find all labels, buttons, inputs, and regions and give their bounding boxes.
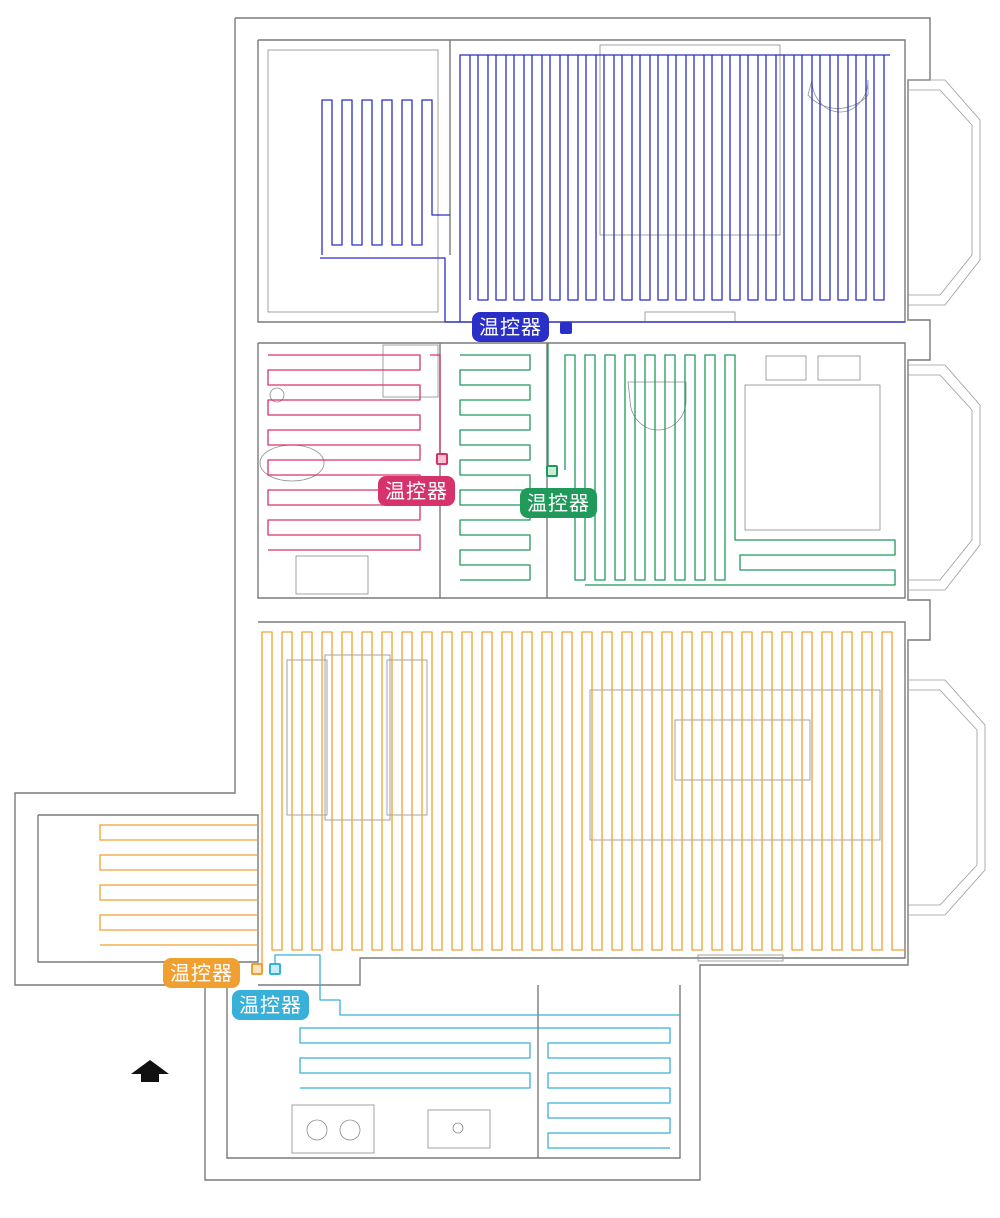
pipe-loop-bedroom-mid: [459, 343, 896, 586]
thermostat-label-kitchen: 温控器: [232, 990, 309, 1020]
thermostat-icon: [546, 465, 558, 477]
thermostat-icon: [436, 453, 448, 465]
pipe-loop-kitchen: [274, 954, 680, 1149]
fixtures: [259, 44, 881, 1154]
thermostat-icon: [251, 963, 263, 975]
walls: [14, 17, 986, 1181]
thermostat-label-bedroom-top: 温控器: [472, 312, 549, 342]
pipe-loop-bathroom: [267, 354, 441, 551]
pipe-loop-living: [99, 631, 905, 965]
thermostat-label-bathroom: 温控器: [378, 476, 455, 506]
thermostat-label-bedroom-mid: 温控器: [520, 488, 597, 518]
entrance-arrow-icon: [131, 1060, 169, 1082]
thermostat-icon: [269, 963, 281, 975]
pipe-loop-bedroom-top: [320, 54, 905, 323]
thermostat-label-living: 温控器: [163, 958, 240, 988]
thermostat-icon: [560, 322, 572, 334]
